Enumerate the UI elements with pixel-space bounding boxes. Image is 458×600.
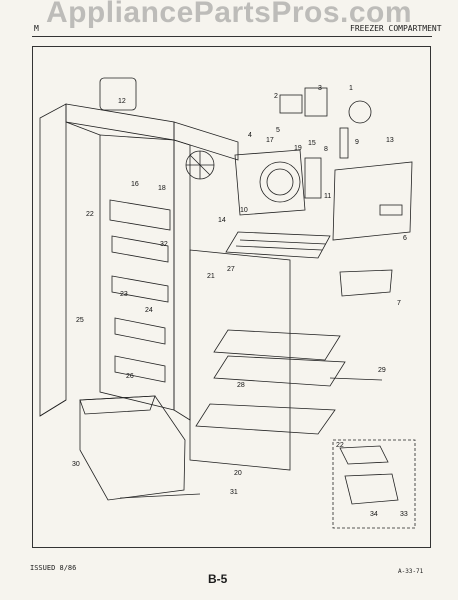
page-number: B-5 [208,572,228,586]
watermark: AppliancePartsPros.com [45,0,413,29]
callout-12: 12 [118,98,126,105]
callout-18: 18 [158,185,166,192]
callout-33: 33 [400,511,408,518]
callout-6: 6 [403,235,407,242]
door-shelves [109,199,171,383]
crisper-bin [79,395,186,501]
evaporator-housing [234,149,322,216]
callout-13: 13 [386,137,394,144]
callout-19: 19 [294,145,302,152]
header-model: M [34,24,39,33]
callout-28: 28 [237,382,245,389]
callout-14: 14 [218,217,226,224]
callout-31: 31 [230,489,238,496]
callout-11: 11 [324,193,331,200]
upper-shelf [225,231,331,259]
diagram-frame [32,46,431,548]
callout-34: 34 [370,511,378,518]
callout-24: 24 [145,307,153,314]
callout-22-inset: 22 [336,442,344,449]
callout-22: 22 [86,211,94,218]
callout-29: 29 [378,367,386,374]
callout-3: 3 [318,85,322,92]
callout-4: 4 [248,132,252,139]
rear-air-panel [332,161,413,241]
callout-21: 21 [207,273,215,280]
diagram-code: A-33-71 [398,568,424,575]
top-parts [99,77,372,159]
header-section-title: FREEZER COMPARTMENT [350,24,442,33]
lower-shelves [195,329,383,435]
callout-23: 23 [120,291,128,298]
callout-7: 7 [397,300,401,307]
ice-tray-inset [332,439,416,529]
callout-8: 8 [324,146,328,153]
divider-wall [173,139,291,471]
callout-5: 5 [276,127,280,134]
trim-strip [119,493,201,499]
callout-9: 9 [355,139,359,146]
callout-25: 25 [76,317,84,324]
callout-32: 32 [160,241,168,248]
cabinet-outline [39,103,239,417]
callout-15: 15 [308,140,316,147]
callout-2: 2 [274,93,278,100]
issued-date: ISSUED 8/86 [30,564,77,572]
callout-26: 26 [126,373,134,380]
callout-labels: 1 2 3 4 5 6 7 8 9 10 11 12 13 14 15 16 1… [72,85,408,518]
callout-17: 17 [266,137,274,144]
callout-30: 30 [72,461,80,468]
callout-16: 16 [131,181,139,188]
fan-assembly [185,150,215,180]
ice-bucket-small [339,269,393,297]
callout-27: 27 [227,266,235,273]
callout-1: 1 [349,85,353,92]
callout-20: 20 [234,470,242,477]
callout-10: 10 [240,207,248,214]
header-rule [32,36,432,37]
